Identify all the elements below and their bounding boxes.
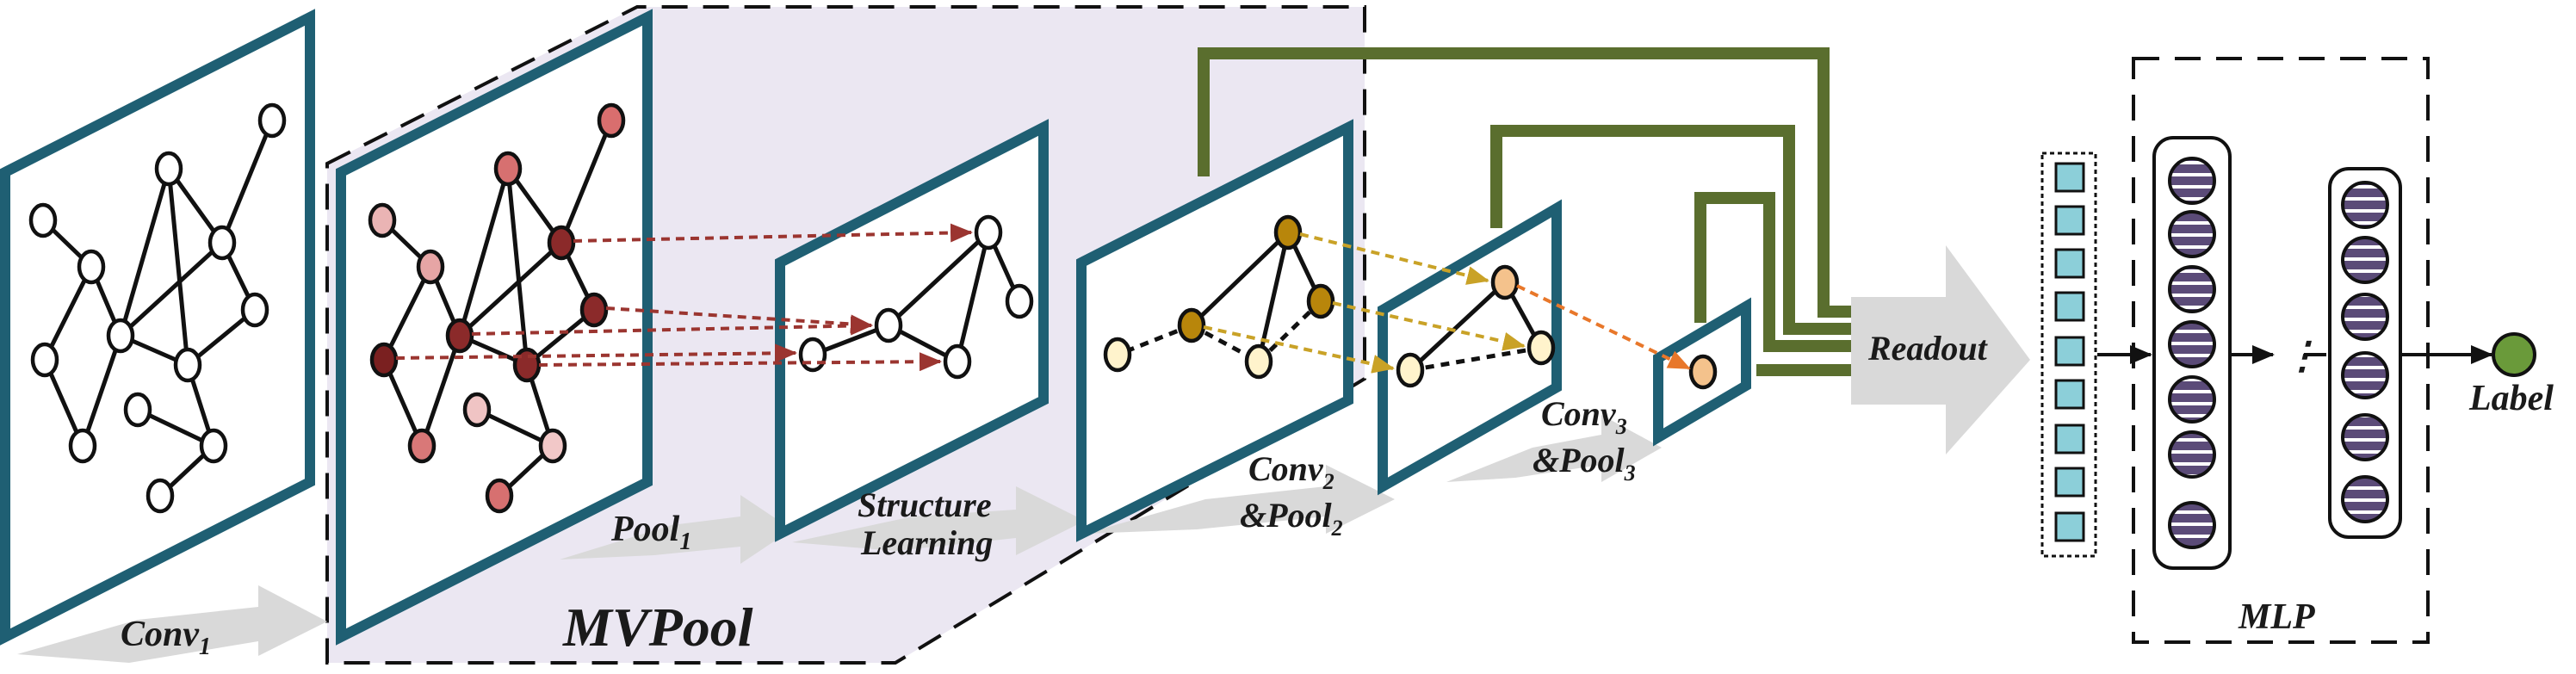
- structure-flow-arrow: [792, 486, 1085, 555]
- label-conv3-main: Conv: [1541, 394, 1617, 433]
- label-conv2-sub: 2: [1322, 469, 1334, 494]
- label-conv3: Conv3: [1541, 394, 1627, 439]
- mlp-hidden-layer-1: [2152, 136, 2232, 570]
- label-output: Label: [2468, 379, 2554, 418]
- mlp-neurons-2: [2341, 181, 2389, 523]
- label-mvpool: MVPool: [562, 597, 753, 658]
- green-connector-3: [1694, 192, 1855, 352]
- label-pool2-sub: 2: [1331, 516, 1343, 541]
- conv3-flow-arrow: [1446, 415, 1662, 482]
- graph-frame-conv3: [1378, 199, 1562, 496]
- graph-frame-pool1-input: [336, 9, 653, 646]
- label-readout: Readout: [1867, 329, 1989, 368]
- graph-nodes-1: [28, 102, 287, 514]
- label-pool3-main: &Pool: [1533, 441, 1625, 479]
- output-node: [2492, 332, 2536, 377]
- graph-frame-conv1: [0, 9, 315, 646]
- mlp-neurons-1: [2168, 157, 2216, 549]
- graph-frame-pool3: [1653, 297, 1751, 447]
- graph-nodes-5: [1396, 264, 1556, 388]
- feature-vector: [2040, 151, 2097, 558]
- label-structure-line2: Learning: [860, 523, 993, 562]
- label-pool2-main: &Pool: [1240, 496, 1333, 535]
- pool2-mapping-arrows: [1203, 232, 1526, 374]
- label-conv1-main: Conv: [121, 615, 200, 654]
- pooled-node: [1688, 354, 1718, 390]
- label-conv3-sub: 3: [1615, 414, 1627, 439]
- pool3-mapping-arrow: [1516, 284, 1691, 370]
- conv1-flow-arrow: [17, 585, 327, 663]
- label-conv2: Conv2: [1248, 449, 1334, 494]
- label-pool1-main: Pool: [610, 510, 680, 549]
- graph-frame-structure-learning: [775, 119, 1049, 542]
- feature-squares: [2054, 162, 2085, 542]
- graph-nodes-2: [368, 102, 626, 514]
- green-connector-1: [1198, 47, 1855, 318]
- label-mlp: MLP: [2238, 597, 2315, 637]
- pool1-flow-arrow: [560, 495, 792, 564]
- conv2-flow-arrow: [1085, 465, 1395, 534]
- label-pool2: &Pool2: [1240, 496, 1343, 541]
- label-conv1: Conv1: [121, 615, 211, 660]
- graph-nodes-4: [1103, 214, 1335, 380]
- label-pool1-sub: 1: [679, 529, 691, 555]
- label-conv2-main: Conv: [1248, 449, 1324, 488]
- readout-arrow: [1851, 245, 2030, 454]
- label-pool3: &Pool3: [1533, 441, 1636, 485]
- label-pool3-sub: 3: [1624, 461, 1636, 485]
- graph-frame-conv2: [1076, 119, 1353, 542]
- green-connector-2: [1490, 125, 1855, 335]
- label-pool1: Pool1: [610, 510, 691, 555]
- pool1-mapping-arrows: [395, 223, 973, 372]
- label-conv1-sub: 1: [199, 634, 211, 660]
- mlp-hidden-layer-2: [2328, 167, 2402, 539]
- label-structure-line1: Structure: [858, 485, 992, 524]
